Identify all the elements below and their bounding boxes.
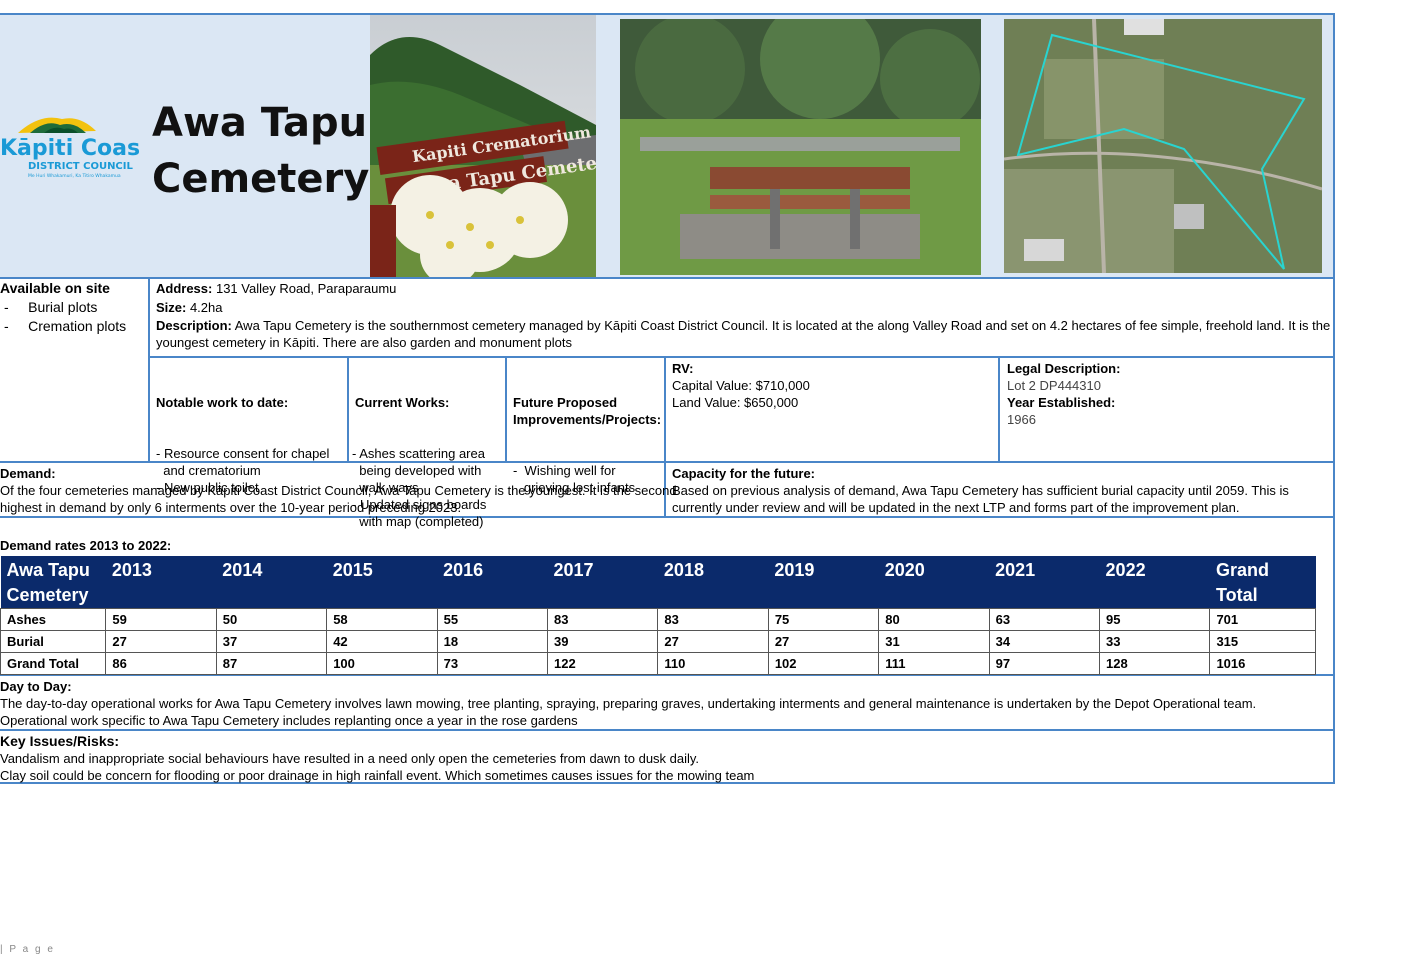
table-cell: 33 [1099, 630, 1211, 653]
table-cell: 73 [436, 652, 549, 675]
available-heading: Available on site [0, 280, 110, 296]
table-cell: 27 [105, 630, 217, 653]
table-cell: 83 [657, 608, 769, 631]
description-line-2: youngest cemetery in Kāpiti. There are a… [156, 335, 572, 350]
list-item: - Cremation plots [4, 318, 127, 334]
logo-subtitle: DISTRICT COUNCIL [28, 161, 133, 172]
entrance-sign-photo: Kapiti Crematorium Awa Tapu Cemetery [370, 15, 596, 277]
rating-values: RV: Capital Value: $710,000 Land Value: … [672, 361, 810, 410]
address-line: Address: 131 Valley Road, Paraparaumu [156, 281, 397, 296]
row-label: Grand Total [0, 652, 107, 675]
table-cell: 122 [547, 652, 659, 675]
column-header: Awa Tapu Cemetery [0, 556, 106, 609]
column-header: 2021 [989, 556, 1100, 609]
description-line-1: Description: Awa Tapu Cemetery is the so… [156, 318, 1331, 333]
divider [998, 356, 1000, 463]
page-title: Awa Tapu Cemetery [152, 95, 369, 207]
column-header: 2018 [657, 556, 769, 609]
table-cell: 50 [215, 608, 328, 631]
column-header: 2016 [437, 556, 548, 609]
table-cell: 39 [547, 630, 659, 653]
table-cell: 27 [657, 630, 769, 653]
boundary-outline [1016, 33, 1306, 270]
legal-description: Legal Description: Lot 2 DP444310 Year E… [1007, 361, 1121, 427]
table-cell: 128 [1099, 652, 1211, 675]
divider [0, 277, 1333, 279]
rates-heading: Demand rates 2013 to 2022: [0, 538, 172, 553]
divider [148, 277, 150, 463]
council-logo: Kāpiti Coast DISTRICT COUNCIL Me Huri Wh… [0, 111, 151, 191]
table-cell: 59 [105, 608, 217, 631]
table-cell: 80 [878, 608, 990, 631]
table-cell: 31 [878, 630, 990, 653]
title-line-2: Cemetery [152, 156, 370, 202]
page-footer: | P a g e [0, 944, 55, 955]
table-cell: 97 [988, 652, 1101, 675]
column-header: 2015 [326, 556, 438, 609]
current-works: Current Works: - Ashes scattering area b… [352, 395, 487, 529]
notable-work: Notable work to date: - Resource consent… [156, 395, 330, 495]
table-cell: 34 [988, 630, 1101, 653]
table-cell: 75 [767, 608, 880, 631]
capacity-section: Capacity for the future: Based on previo… [672, 466, 1289, 515]
aerial-map [1004, 19, 1322, 273]
divider [0, 516, 1333, 518]
cemetery-sheet: Kāpiti Coast DISTRICT COUNCIL Me Huri Wh… [0, 13, 1335, 784]
table-cell: 18 [436, 630, 549, 653]
column-header: 2022 [1099, 556, 1210, 609]
row-label: Burial [0, 630, 107, 653]
column-header: Grand Total [1209, 556, 1316, 609]
table-cell: 83 [547, 608, 659, 631]
column-header: 2020 [878, 556, 990, 609]
logo-tagline: Me Huri Whakamuri, Ka Titiro Whakamua [28, 173, 121, 179]
table-cell: 701 [1209, 608, 1316, 631]
header-band: Kāpiti Coast DISTRICT COUNCIL Me Huri Wh… [0, 15, 1333, 277]
divider [0, 461, 1333, 463]
divider [0, 729, 1333, 731]
column-header: 2014 [216, 556, 327, 609]
table-cell: 110 [657, 652, 769, 675]
table-cell: 102 [767, 652, 880, 675]
size-line: Size: 4.2ha [156, 300, 223, 315]
table-cell: 315 [1209, 630, 1316, 653]
list-item: - Burial plots [4, 299, 98, 315]
divider [148, 356, 1333, 358]
divider [347, 356, 349, 463]
bench-photo [620, 19, 981, 275]
table-cell: 95 [1099, 608, 1211, 631]
available-list: - Burial plots - Cremation plots [4, 298, 126, 336]
table-cell: 27 [767, 630, 880, 653]
column-header: 2013 [105, 556, 217, 609]
table-cell: 100 [326, 652, 438, 675]
column-header: 2019 [768, 556, 879, 609]
divider [0, 674, 1333, 676]
risks-section: Key Issues/Risks: Vandalism and inapprop… [0, 733, 755, 783]
divider [664, 356, 666, 518]
title-line-1: Awa Tapu [152, 100, 368, 146]
divider [505, 356, 507, 463]
day-to-day-section: Day to Day: The day-to-day operational w… [0, 679, 1257, 728]
table-cell: 87 [215, 652, 328, 675]
table-cell: 86 [105, 652, 217, 675]
row-label: Ashes [0, 608, 107, 631]
table-cell: 1016 [1209, 652, 1316, 675]
table-cell: 37 [215, 630, 328, 653]
table-cell: 42 [326, 630, 438, 653]
column-header: 2017 [547, 556, 658, 609]
demand-section: Demand: Of the four cemeteries managed b… [0, 466, 677, 515]
table-cell: 55 [436, 608, 549, 631]
table-cell: 111 [878, 652, 990, 675]
table-cell: 63 [988, 608, 1101, 631]
logo-wordmark: Kāpiti Coast [0, 136, 140, 161]
table-cell: 58 [326, 608, 438, 631]
